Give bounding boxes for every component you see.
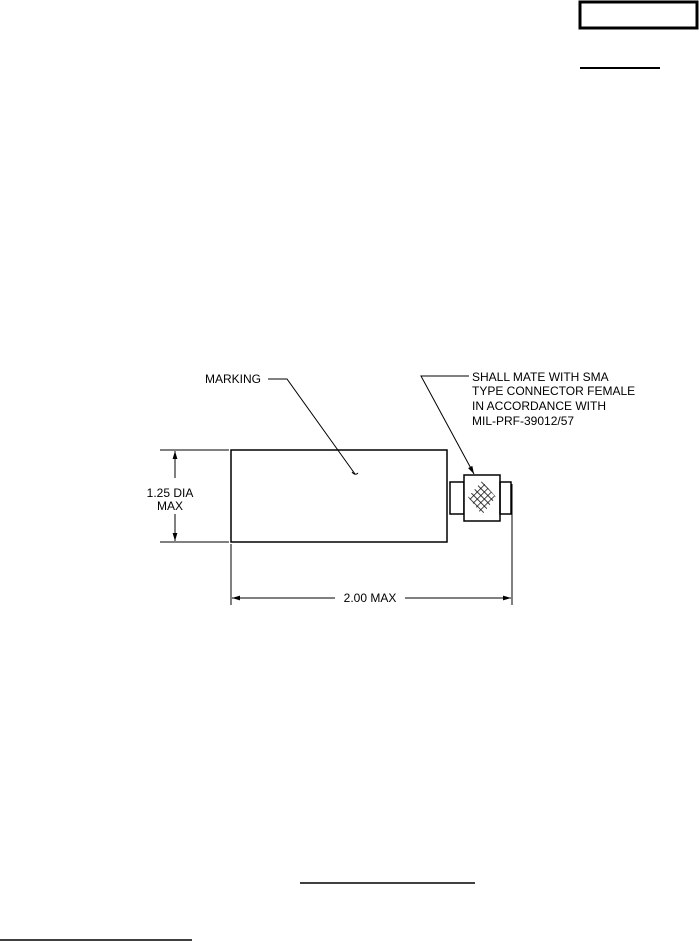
connector-note-4: MIL-PRF-39012/57: [472, 414, 574, 428]
connector-leader: [420, 375, 475, 475]
connector-note-2: TYPE CONNECTOR FEMALE: [472, 384, 635, 398]
connector-left-tab: [449, 481, 465, 515]
diameter-label: 1.25 DIA: [147, 486, 194, 500]
marking-label: MARKING: [205, 372, 261, 386]
connector-right-tab: [499, 481, 512, 515]
length-label: 2.00 MAX: [344, 591, 397, 605]
connector-hatch: [468, 481, 496, 515]
connector-note-1: SHALL MATE WITH SMA: [472, 370, 609, 384]
device-body: [230, 449, 448, 543]
connector-note-3: IN ACCORDANCE WITH: [472, 399, 606, 413]
header-box: [578, 0, 699, 30]
diameter-label-max: MAX: [157, 499, 183, 513]
marking-leader: [268, 378, 356, 475]
